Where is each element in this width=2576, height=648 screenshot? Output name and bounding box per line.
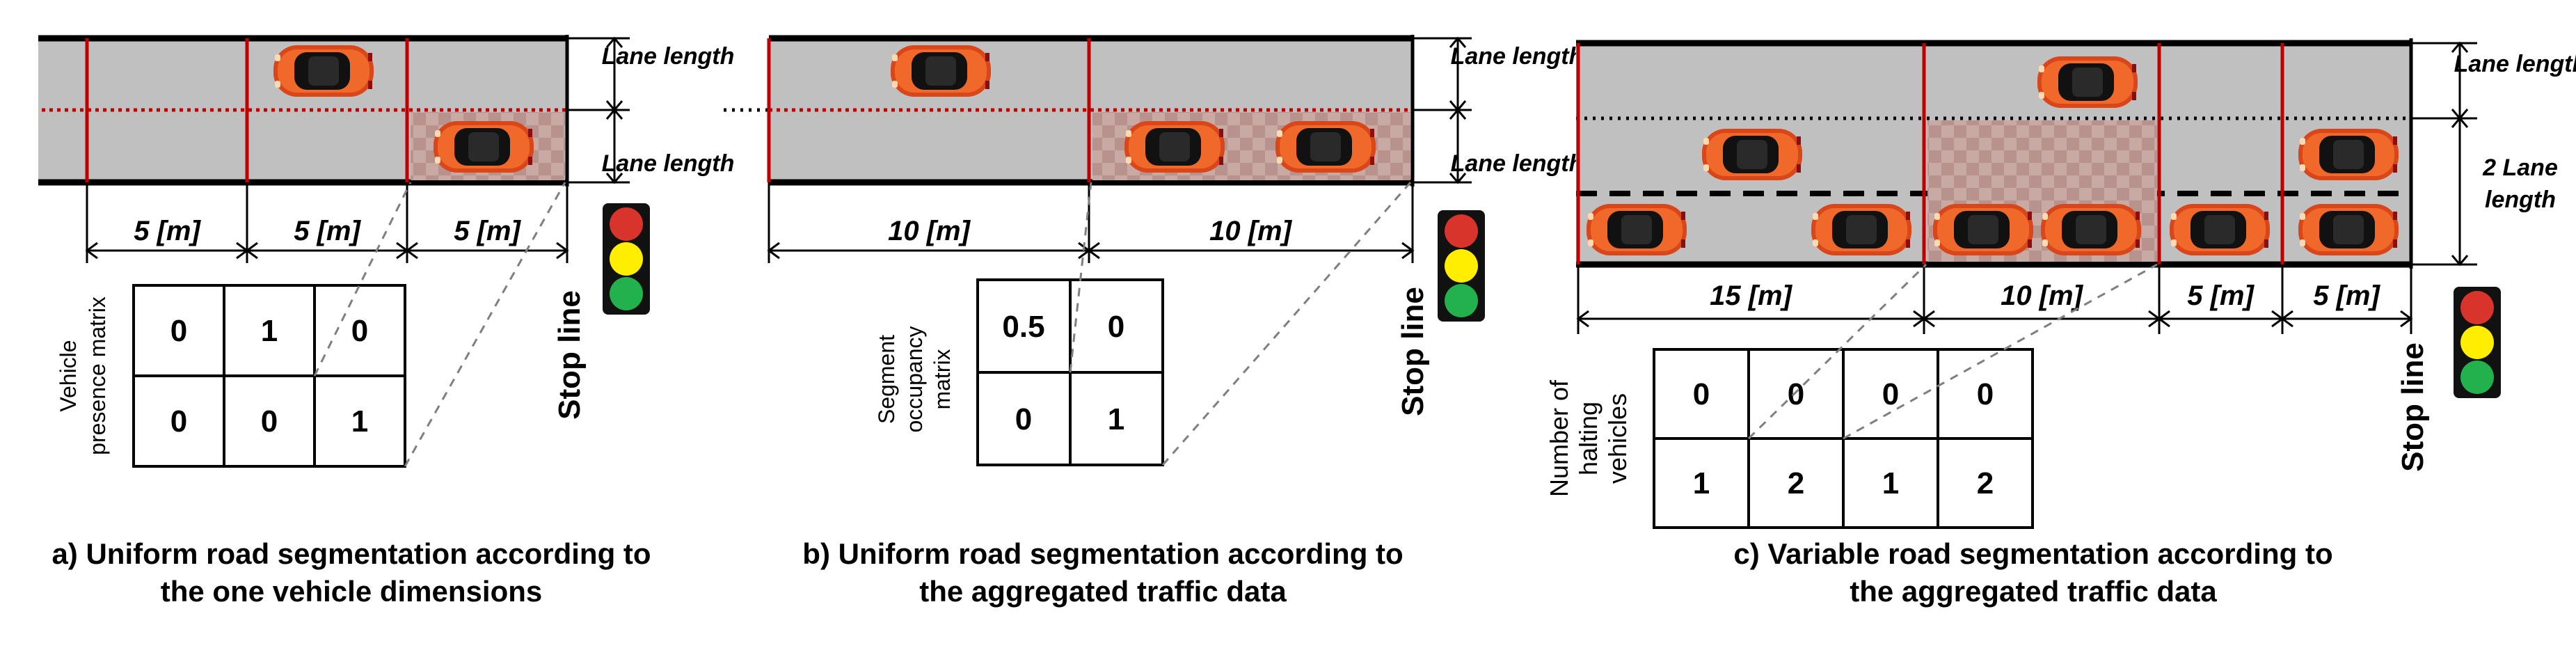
matrix-cell: 0 [1015,402,1032,436]
matrix-cell: 1 [261,314,278,348]
lane-length-dimension-b: Lane length Lane length [1413,36,1584,184]
traffic-light-icon [603,203,650,315]
halting-vehicles-matrix: 0 0 0 0 1 2 1 2 Number of halting vehicl… [1545,263,2158,529]
car-icon [1702,129,1802,180]
matrix-cell: 0 [1788,377,1804,411]
car-icon [2041,204,2141,255]
segment-length-label: 5 [m] [2313,280,2380,311]
matrix-cell: 1 [1882,466,1899,500]
lane-length-label-1: Lane length [1451,43,1584,70]
stop-line-label: Stop line [2396,342,2430,472]
traffic-light-icon [2454,287,2501,398]
road-c [1576,38,2413,269]
segment-length-label: 10 [m] [1209,216,1292,246]
matrix-title-c: Number of halting vehicles [1545,379,1632,497]
car-icon [2298,204,2399,255]
stop-line-label: Stop line [1396,287,1430,416]
car-icon [1811,204,1911,255]
caption-a-line-2: the one vehicle dimensions [161,575,542,608]
lane-length-dimension-a: Lane length Lane length [567,36,735,184]
matrix-cell: 0 [1882,377,1899,411]
two-lane-length-label: length [2485,187,2556,213]
segment-length-label: 5 [m] [134,216,201,246]
svg-text:matrix: matrix [930,349,955,409]
svg-text:presence matrix: presence matrix [85,297,110,455]
svg-text:halting: halting [1574,402,1603,475]
panel-a: Lane length Lane length 5 [m] 5 [m] 5 [m… [38,35,734,608]
car-icon [2037,56,2138,108]
matrix-cell: 2 [1788,466,1804,500]
caption-a-line-1: a) Uniform road segmentation according t… [51,537,651,570]
two-lane-length-label: 2 Lane [2482,155,2558,181]
caption-c-line-1: c) Variable road segmentation according … [1733,537,2332,570]
car-icon [891,45,991,97]
stop-line-label: Stop line [552,290,587,420]
segment-dimension-c: 15 [m] 10 [m] 5 [m] 5 [m] [1576,264,2413,334]
matrix-cell: 0.5 [1002,310,1044,344]
caption-c-line-2: the aggregated traffic data [1850,575,2217,608]
segment-length-label: 10 [m] [2001,280,2083,311]
matrix-cell: 0 [170,404,187,438]
car-icon [1124,121,1225,173]
segment-length-label: 15 [m] [1710,280,1792,311]
matrix-cell: 0 [261,404,278,438]
lane-length-dimension-c: Lane length Lane length 2 Lane length [2411,41,2576,267]
segment-length-label: 5 [m] [294,216,361,246]
matrix-title-b: Segment occupancy matrix [874,326,955,433]
vehicle-presence-matrix: 0 1 0 0 0 1 Vehicle presence matrix [56,182,566,468]
matrix-cell: 0 [1108,310,1124,344]
car-icon [2298,129,2399,180]
car-icon [1275,121,1376,173]
car-icon [1933,204,2033,255]
matrix-cell: 0 [1977,377,1994,411]
segment-dimension-b: 10 [m] 10 [m] [767,182,1415,263]
lane-length-label-2: Lane length [602,150,735,177]
matrix-cell: 0 [170,314,187,348]
car-icon [1587,204,1687,255]
road-b [724,35,1415,187]
matrix-cell: 1 [1108,402,1124,436]
segment-length-label: 5 [m] [454,216,521,246]
svg-text:Vehicle: Vehicle [56,340,81,411]
segment-length-label: 5 [m] [2187,280,2255,311]
matrix-cell: 1 [351,404,368,438]
segment-length-label: 10 [m] [888,216,971,246]
matrix-cell: 0 [351,314,368,348]
svg-text:Segment: Segment [874,335,899,424]
caption-b-line-2: the aggregated traffic data [919,575,1287,608]
matrix-cell: 1 [1693,466,1710,500]
road-a [38,35,569,187]
traffic-light-icon [1438,210,1485,322]
lane-length-label-1: Lane length [602,43,735,70]
car-icon [2170,204,2270,255]
panel-c: Lane length Lane length 2 Lane length 15… [1545,38,2576,608]
svg-text:occupancy: occupancy [902,326,927,433]
matrix-title-a: Vehicle presence matrix [56,297,110,455]
segment-dimension-a: 5 [m] 5 [m] 5 [m] [85,182,569,263]
caption-b-line-1: b) Uniform road segmentation according t… [802,537,1403,570]
car-icon [434,121,534,173]
car-icon [273,45,374,97]
matrix-cell: 0 [1693,377,1710,411]
panel-b: Lane length Lane length 10 [m] 10 [m] 0.… [724,35,1583,608]
segment-occupancy-matrix: 0.5 0 0 1 Segment occupancy matrix [874,182,1412,466]
svg-text:Number of: Number of [1545,379,1573,497]
svg-text:vehicles: vehicles [1603,393,1632,484]
lane-length-label: Lane length [2454,51,2576,77]
lane-length-label-2: Lane length [1451,150,1584,177]
matrix-cell: 2 [1977,466,1994,500]
